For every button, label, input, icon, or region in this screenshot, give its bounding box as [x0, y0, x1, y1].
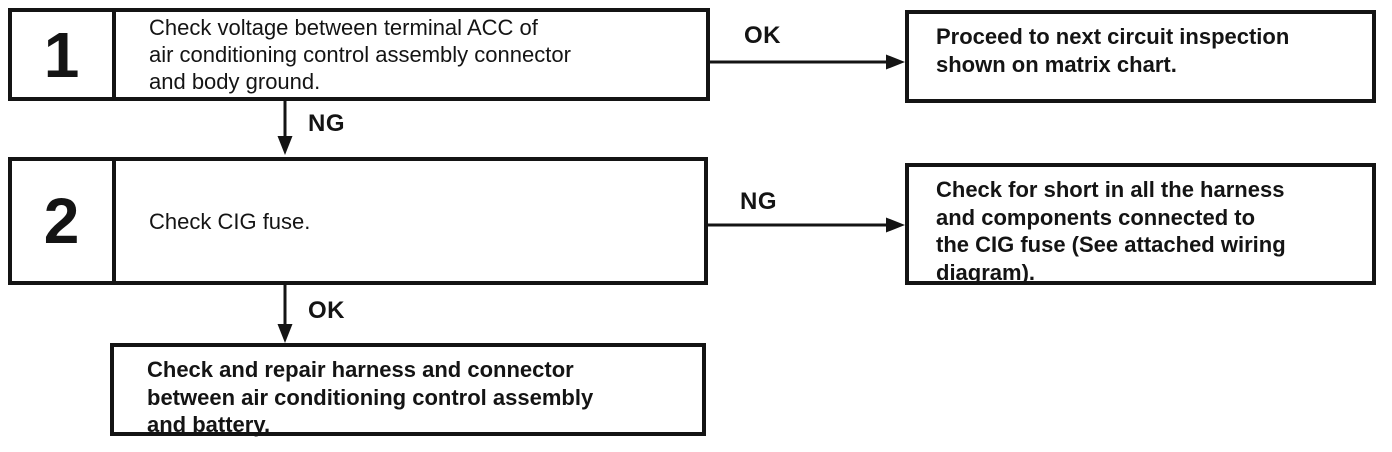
step2-action-cell: Check CIG fuse. [116, 161, 704, 281]
step1-ng-label: NG [308, 110, 345, 137]
step2-ng-arrow [708, 217, 905, 233]
step1-ok-result-text: Proceed to next circuit inspection shown… [936, 24, 1290, 77]
step1-ng-arrow [277, 100, 293, 155]
step2-ok-arrow [277, 285, 293, 343]
step1-number: 1 [12, 12, 116, 97]
step2-ok-label: OK [308, 297, 345, 324]
step2-ok-result-box: Check and repair harness and connector b… [110, 343, 706, 437]
step1-action-text: Check voltage between terminal ACC of ai… [149, 15, 571, 94]
step1-ok-label: OK [744, 22, 781, 49]
step1-ok-result-box: Proceed to next circuit inspection shown… [905, 10, 1376, 103]
step1-ok-arrow [710, 54, 905, 70]
step2-number: 2 [12, 161, 116, 281]
step2-ng-label: NG [740, 188, 777, 215]
step1-action-cell: Check voltage between terminal ACC of ai… [116, 12, 706, 97]
step2-box: 2 Check CIG fuse. [8, 157, 708, 285]
step2-ok-result-text: Check and repair harness and connector b… [147, 357, 594, 437]
step2-ng-result-box: Check for short in all the harness and c… [905, 163, 1376, 285]
step2-ng-result-text: Check for short in all the harness and c… [936, 177, 1286, 285]
step2-action-text: Check CIG fuse. [149, 208, 311, 234]
step1-box: 1 Check voltage between terminal ACC of … [8, 8, 710, 101]
